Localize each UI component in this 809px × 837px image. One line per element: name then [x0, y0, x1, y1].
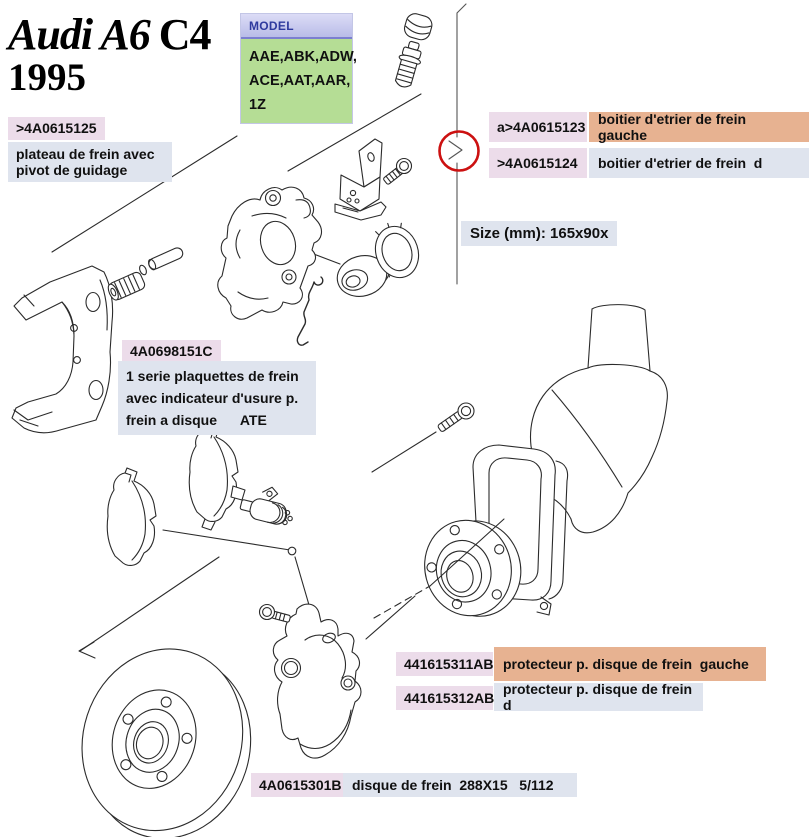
part-desc-protector-right: protecteur p. disque de frein d — [494, 681, 703, 713]
part-number-plate[interactable]: >4A0615125 — [8, 117, 105, 140]
part-desc-pad-set: 1 serie plaquettes de frein avec indicat… — [118, 361, 316, 435]
knuckle-bolt-drawing — [437, 402, 475, 432]
brake-disc-drawing — [81, 648, 252, 837]
pin-washer-drawing — [139, 264, 147, 276]
title-variant: C4 — [158, 10, 212, 59]
splash-shield-drawing — [272, 603, 362, 759]
guide-pin-drawing — [148, 247, 184, 271]
bleeder-screw-drawing — [394, 13, 433, 88]
hose-bracket-drawing — [334, 138, 387, 221]
part-desc-protector-left: protecteur p. disque de frein gauche — [494, 647, 766, 681]
part-number-pad-set[interactable]: 4A0698151C — [122, 340, 221, 363]
section-border-line — [448, 3, 467, 285]
part-desc-plate: plateau de frein avec pivot de guidage — [8, 142, 172, 183]
part-desc-caliper-left: boitier d'etrier de frein gauche — [589, 111, 809, 143]
part-number-protector-left[interactable]: 441615311AB — [396, 652, 494, 676]
model-codes: AAE,ABK,ADW, ACE,AAT,AAR, 1Z — [241, 39, 357, 123]
retaining-spring-drawing — [296, 276, 324, 346]
wear-sensor-drawing — [239, 486, 293, 526]
part-desc-disc: disque de frein 288X15 5/112 — [343, 773, 577, 797]
caliper-carrier-drawing — [11, 265, 114, 434]
hub-axis-line — [373, 518, 505, 619]
part-desc-caliper-right: boitier d'etrier de frein d — [589, 148, 809, 178]
brake-pad-outer-drawing — [106, 467, 157, 566]
guide-bushing-drawing — [107, 271, 146, 301]
model-box: MODEL AAE,ABK,ADW, ACE,AAT,AAR, 1Z — [240, 13, 357, 124]
part-number-disc[interactable]: 4A0615301B — [251, 773, 350, 797]
shield-bolt-drawing — [258, 603, 291, 623]
part-number-caliper-right[interactable]: >4A0615124 — [489, 148, 587, 178]
title-brand: Audi A6 — [8, 10, 151, 59]
seal-ring-drawing — [374, 222, 420, 279]
size-note: Size (mm): 165x90x — [461, 221, 618, 246]
wheel-hub-drawing — [424, 519, 522, 617]
model-box-header: MODEL — [241, 14, 352, 39]
title-year: 1995 — [8, 56, 86, 99]
brake-pad-inner-drawing — [188, 423, 246, 531]
part-number-caliper-left[interactable]: a>4A0615123 — [489, 112, 587, 142]
bracket-bolt-drawing — [383, 157, 413, 185]
part-number-protector-right[interactable]: 441615312AB — [396, 686, 494, 710]
highlight-circle-icon — [438, 130, 480, 172]
caliper-housing-drawing — [217, 186, 323, 320]
steering-knuckle-drawing — [467, 304, 668, 616]
